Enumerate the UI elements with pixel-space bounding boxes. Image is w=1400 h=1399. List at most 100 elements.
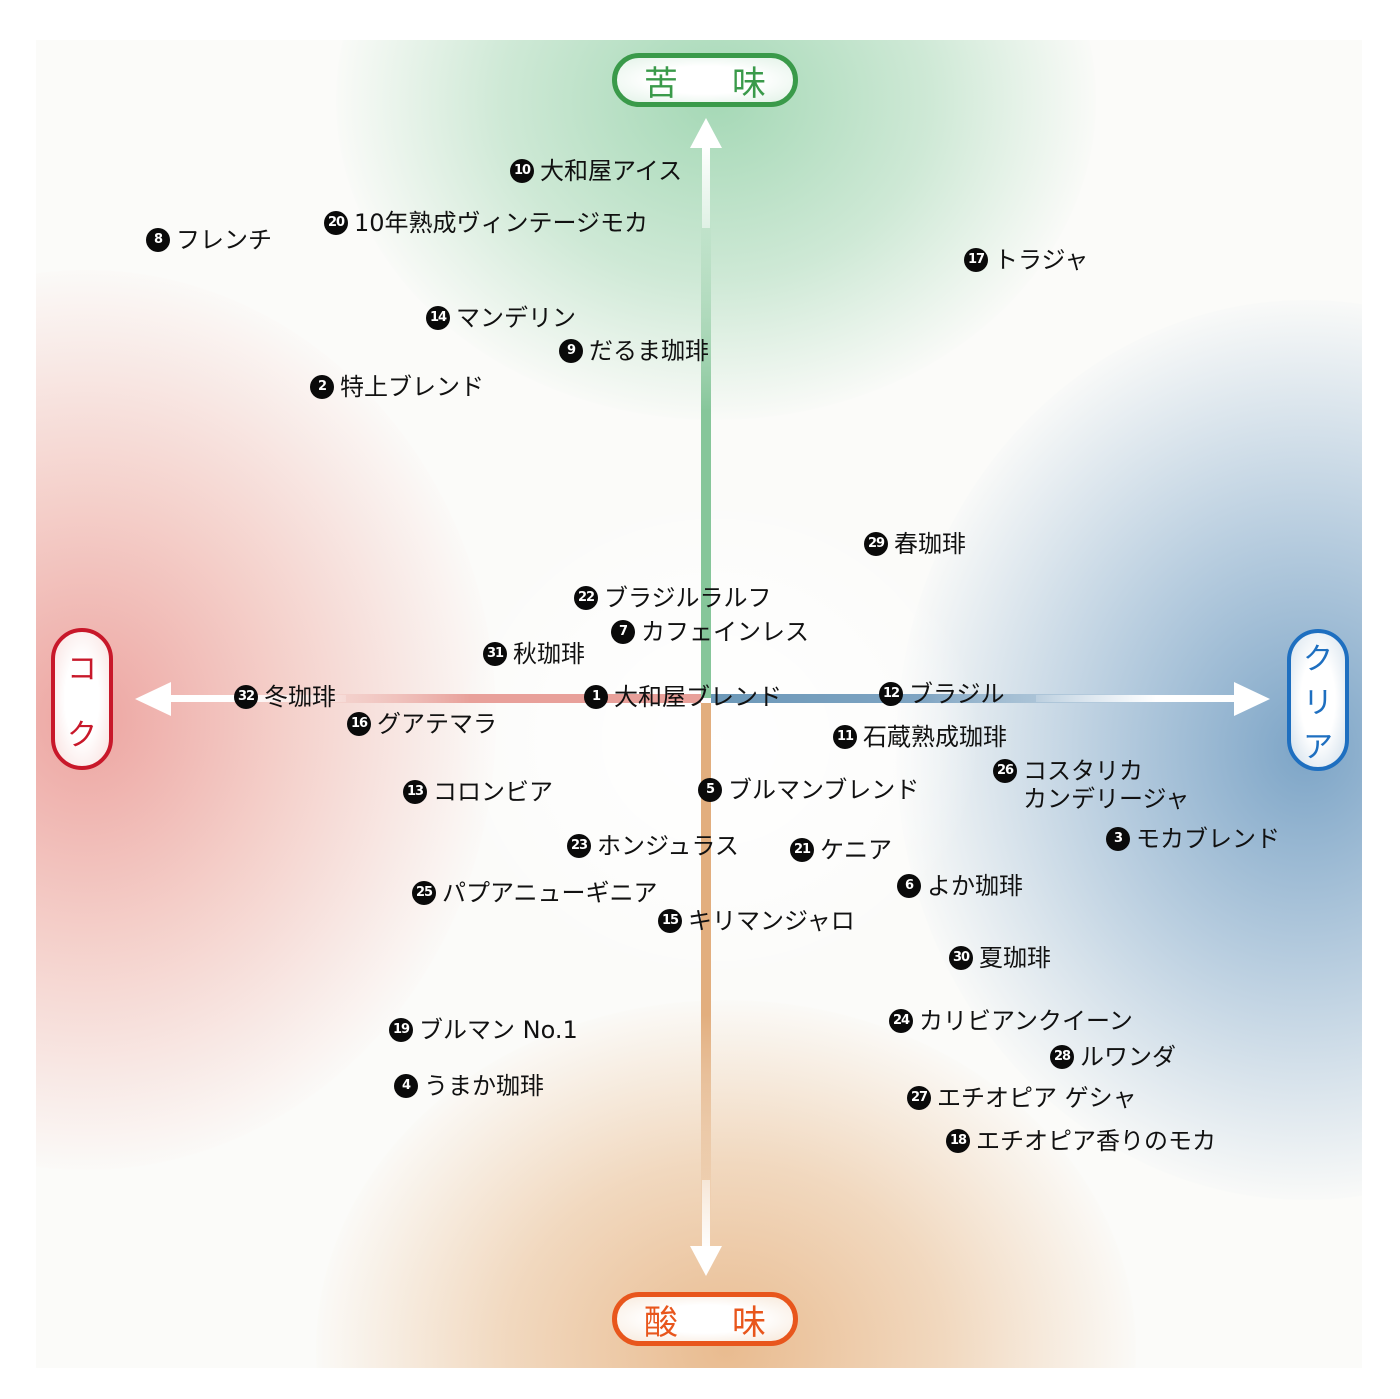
point-label: トラジャ: [994, 246, 1089, 274]
axis-label-body-char-1: コ: [67, 652, 97, 687]
arrow-up-icon: [690, 118, 722, 148]
point-number-badge: 11: [833, 725, 857, 749]
point-label: ブラジル: [909, 680, 1005, 708]
point-number-badge: 17: [964, 248, 988, 272]
point-number-badge: 19: [389, 1018, 413, 1042]
point-label: コロンビア: [433, 778, 553, 806]
point-label: モカブレンド: [1136, 825, 1280, 853]
axis-label-acidity-char-1: 酸: [644, 1302, 678, 1343]
point-label: キリマンジャロ: [688, 907, 855, 935]
point-number-badge: 15: [658, 909, 682, 933]
axis-label-clear: ク リ ア: [1287, 629, 1349, 771]
point-label: 春珈琲: [894, 530, 966, 558]
point-number-badge: 3: [1106, 827, 1130, 851]
point-label: 冬珈琲: [264, 683, 336, 711]
arrow-right-icon: [1234, 682, 1270, 716]
bitter-axis-line: [701, 220, 711, 698]
point-label: エチオピア ゲシャ: [937, 1084, 1137, 1112]
point-number-badge: 14: [426, 306, 450, 330]
axis-label-body-char-2: ク: [67, 718, 97, 753]
point-number-badge: 28: [1050, 1045, 1074, 1069]
arrow-down-icon: [690, 1246, 722, 1276]
acidity-axis-line: [701, 703, 711, 1223]
point-label: 10年熟成ヴィンテージモカ: [354, 209, 649, 237]
axis-label-bitter-char-2: 味: [732, 63, 766, 104]
point-number-badge: 6: [897, 874, 921, 898]
axis-label-clear-char-3: ア: [1303, 730, 1333, 765]
point-label: ブルマン No.1: [419, 1016, 578, 1044]
axis-label-bitter-char-1: 苦: [644, 63, 678, 104]
point-label: カリビアンクイーン: [919, 1007, 1133, 1035]
point-number-badge: 18: [946, 1129, 970, 1153]
point-label: 大和屋ブレンド: [614, 683, 782, 711]
axis-label-acidity: 酸 味: [612, 1292, 798, 1346]
axis-label-clear-char-2: リ: [1303, 686, 1333, 721]
point-label: 大和屋アイス: [540, 157, 683, 185]
point-number-badge: 27: [907, 1086, 931, 1110]
point-number-badge: 22: [574, 586, 598, 610]
point-number-badge: 29: [864, 532, 888, 556]
point-label: ブラジルラルフ: [604, 584, 772, 612]
arrow-right-shaft: [1036, 695, 1236, 702]
point-label: コスタリカ カンデリージャ: [1023, 757, 1190, 813]
point-label: ルワンダ: [1080, 1043, 1176, 1071]
point-number-badge: 24: [889, 1009, 913, 1033]
point-label: グアテマラ: [377, 710, 497, 738]
point-number-badge: 20: [324, 211, 348, 235]
axis-label-bitter: 苦 味: [612, 53, 798, 107]
point-label: ケニア: [820, 836, 892, 864]
point-number-badge: 9: [559, 339, 583, 363]
clear-axis-line: [711, 694, 1131, 703]
point-number-badge: 31: [483, 642, 507, 666]
point-label: マンデリン: [456, 304, 576, 332]
point-number-badge: 10: [510, 159, 534, 183]
point-number-badge: 13: [403, 780, 427, 804]
point-label: 夏珈琲: [979, 944, 1051, 972]
point-label: よか珈琲: [927, 872, 1023, 900]
point-number-badge: 2: [310, 375, 334, 399]
body-axis-line: [316, 694, 701, 703]
point-number-badge: 32: [234, 685, 258, 709]
arrow-down-shaft: [702, 1180, 710, 1250]
point-number-badge: 23: [567, 834, 591, 858]
point-number-badge: 7: [611, 620, 635, 644]
point-label: 秋珈琲: [513, 640, 585, 668]
point-label: フレンチ: [176, 226, 272, 254]
point-number-badge: 5: [698, 778, 722, 802]
axis-label-body: コ ク: [51, 628, 113, 770]
point-number-badge: 21: [790, 838, 814, 862]
point-number-badge: 16: [347, 712, 371, 736]
point-label: だるま珈琲: [589, 337, 709, 365]
point-label: 石蔵熟成珈琲: [863, 723, 1007, 751]
point-label: 特上ブレンド: [340, 373, 484, 401]
point-label: エチオピア香りのモカ: [976, 1127, 1216, 1155]
point-number-badge: 4: [394, 1074, 418, 1098]
